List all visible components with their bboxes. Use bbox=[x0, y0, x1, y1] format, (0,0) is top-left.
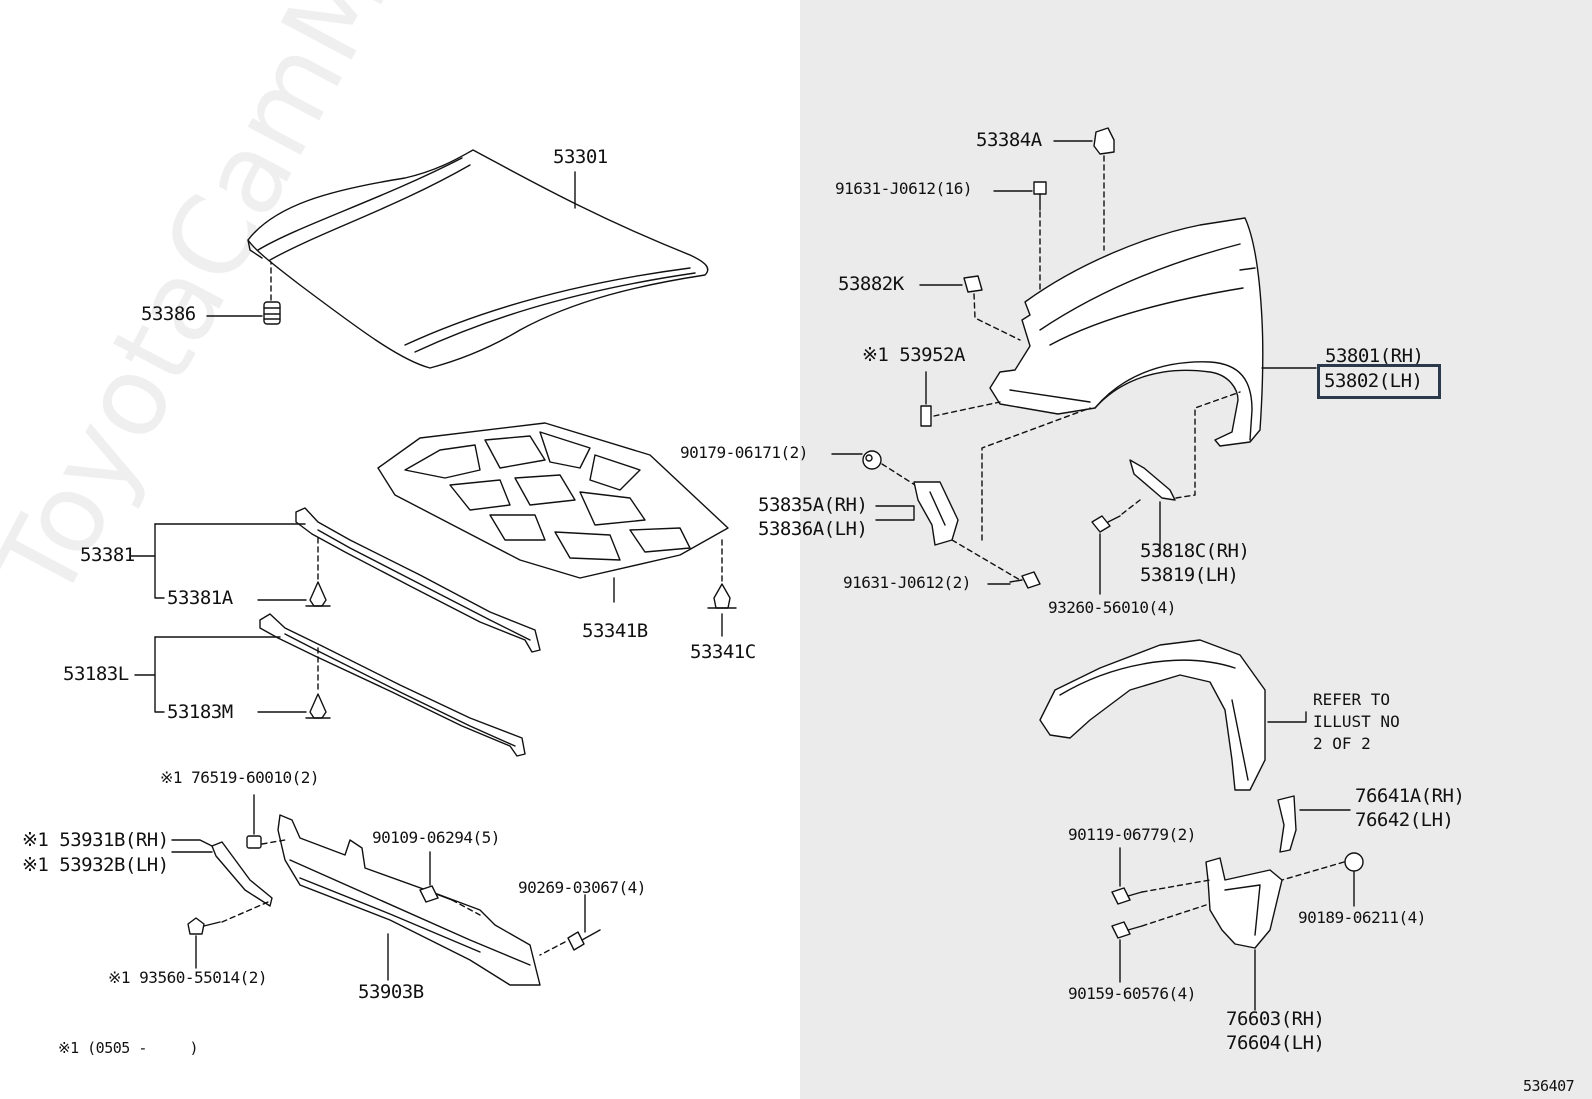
label-90189[interactable]: 90189-06211(4) bbox=[1298, 908, 1426, 927]
label-90119[interactable]: 90119-06779(2) bbox=[1068, 825, 1196, 844]
fender-liner[interactable] bbox=[1039, 639, 1266, 791]
label-76604[interactable]: 76604(LH) bbox=[1226, 1032, 1325, 1054]
seal-53882k[interactable] bbox=[963, 275, 983, 293]
screw-90119[interactable] bbox=[1111, 887, 1143, 905]
label-93260[interactable]: 93260-56010(4) bbox=[1048, 598, 1176, 617]
label-76519[interactable]: ※1 76519-60010(2) bbox=[160, 768, 320, 787]
label-53932b[interactable]: ※1 53932B(LH) bbox=[22, 854, 169, 876]
front-fender[interactable] bbox=[989, 217, 1264, 447]
label-53835a[interactable]: 53835A(RH) bbox=[758, 494, 868, 516]
screw-93560[interactable] bbox=[187, 917, 221, 935]
label-53183l[interactable]: 53183L bbox=[63, 663, 129, 685]
bolt-91631-16[interactable] bbox=[1033, 181, 1047, 211]
label-53341b[interactable]: 53341B bbox=[582, 620, 648, 642]
label-53384a[interactable]: 53384A bbox=[976, 129, 1042, 151]
label-91631-2[interactable]: 91631-J0612(2) bbox=[843, 573, 971, 592]
label-93560[interactable]: ※1 93560-55014(2) bbox=[108, 968, 268, 987]
label-53301[interactable]: 53301 bbox=[553, 146, 608, 168]
label-53952a[interactable]: ※1 53952A bbox=[862, 344, 965, 366]
label-53386[interactable]: 53386 bbox=[141, 303, 196, 325]
label-53381a[interactable]: 53381A bbox=[167, 587, 233, 609]
diagram-id: 536407 bbox=[1523, 1077, 1575, 1095]
strip-53931b[interactable] bbox=[211, 841, 273, 907]
right-panel-background bbox=[800, 0, 1592, 1099]
label-90109[interactable]: 90109-06294(5) bbox=[372, 828, 500, 847]
bracket-53818c[interactable] bbox=[1129, 459, 1176, 501]
bracket-76641a[interactable] bbox=[1277, 795, 1297, 853]
hood-panel[interactable] bbox=[247, 149, 709, 369]
clip-76519[interactable] bbox=[246, 835, 262, 849]
bolt-93260[interactable] bbox=[1091, 515, 1121, 533]
label-53882k[interactable]: 53882K bbox=[838, 273, 904, 295]
footnote: ※1 (0505 - ) bbox=[58, 1039, 199, 1057]
hood-insulator[interactable] bbox=[377, 422, 729, 579]
clip-90269[interactable] bbox=[567, 929, 601, 951]
label-53801[interactable]: 53801(RH) bbox=[1325, 345, 1424, 367]
clip-53952a[interactable] bbox=[920, 405, 932, 427]
bracket-53835a[interactable] bbox=[913, 481, 959, 546]
seal-53183l[interactable] bbox=[259, 613, 526, 757]
label-91631-16[interactable]: 91631-J0612(16) bbox=[835, 179, 973, 198]
nut-90179[interactable] bbox=[862, 450, 882, 470]
hood-cushion-53386[interactable] bbox=[263, 301, 281, 325]
bolt-91631-2[interactable] bbox=[1009, 571, 1041, 589]
refer-note: REFER TO ILLUST NO 2 OF 2 bbox=[1313, 690, 1400, 753]
label-90159[interactable]: 90159-60576(4) bbox=[1068, 984, 1196, 1003]
label-53183m[interactable]: 53183M bbox=[167, 701, 233, 723]
label-53341c[interactable]: 53341C bbox=[690, 641, 756, 663]
hood-seal-53381[interactable] bbox=[295, 507, 541, 653]
clip-53341c[interactable] bbox=[707, 583, 737, 609]
label-53381[interactable]: 53381 bbox=[80, 544, 135, 566]
label-76641a[interactable]: 76641A(RH) bbox=[1355, 785, 1465, 807]
label-53836a[interactable]: 53836A(LH) bbox=[758, 518, 868, 540]
label-90179[interactable]: 90179-06171(2) bbox=[680, 443, 808, 462]
bolt-90109[interactable] bbox=[419, 885, 453, 903]
clip-53381a[interactable] bbox=[305, 581, 331, 607]
support-53903b[interactable] bbox=[277, 814, 541, 986]
label-90269[interactable]: 90269-03067(4) bbox=[518, 878, 646, 897]
mudguard-76603[interactable] bbox=[1205, 857, 1283, 949]
label-53931b[interactable]: ※1 53931B(RH) bbox=[22, 829, 169, 851]
clip-53183m[interactable] bbox=[305, 693, 331, 719]
stopper-53384a[interactable] bbox=[1093, 127, 1115, 155]
clip-90189[interactable] bbox=[1344, 852, 1364, 872]
label-76603[interactable]: 76603(RH) bbox=[1226, 1008, 1325, 1030]
label-76642[interactable]: 76642(LH) bbox=[1355, 809, 1454, 831]
label-53903b[interactable]: 53903B bbox=[358, 981, 424, 1003]
label-53819[interactable]: 53819(LH) bbox=[1140, 564, 1239, 586]
highlight-box bbox=[1317, 364, 1441, 399]
label-53818c[interactable]: 53818C(RH) bbox=[1140, 540, 1250, 562]
label-53802[interactable]: 53802(LH) bbox=[1324, 370, 1423, 392]
screw-90159[interactable] bbox=[1111, 921, 1143, 939]
